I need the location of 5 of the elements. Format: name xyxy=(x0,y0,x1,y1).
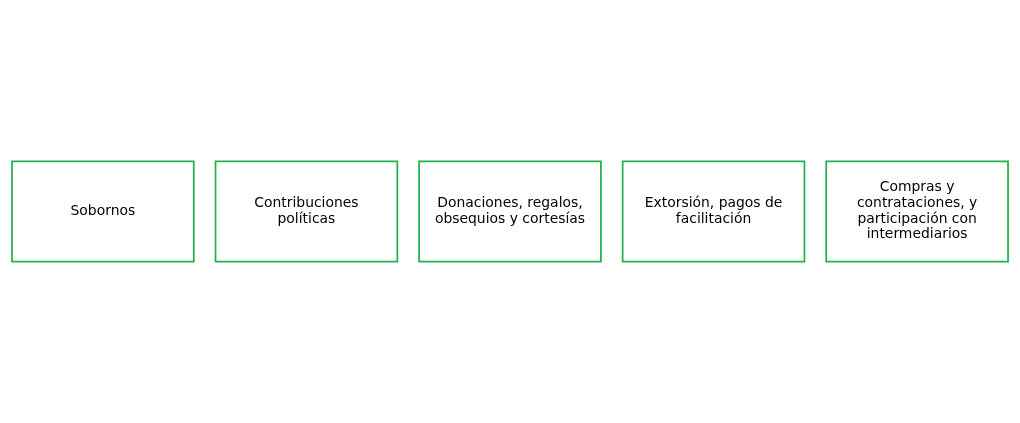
node-box: Sobornos xyxy=(11,160,195,263)
node-box: Donaciones, regalos, obsequios y cortesías xyxy=(418,160,602,263)
node-box: Compras y contrataciones, y participación con intermediarios xyxy=(825,160,1009,263)
node-box: Contribuciones políticas xyxy=(214,160,399,263)
node-box: Extorsión, pagos de facilitación xyxy=(621,160,806,263)
